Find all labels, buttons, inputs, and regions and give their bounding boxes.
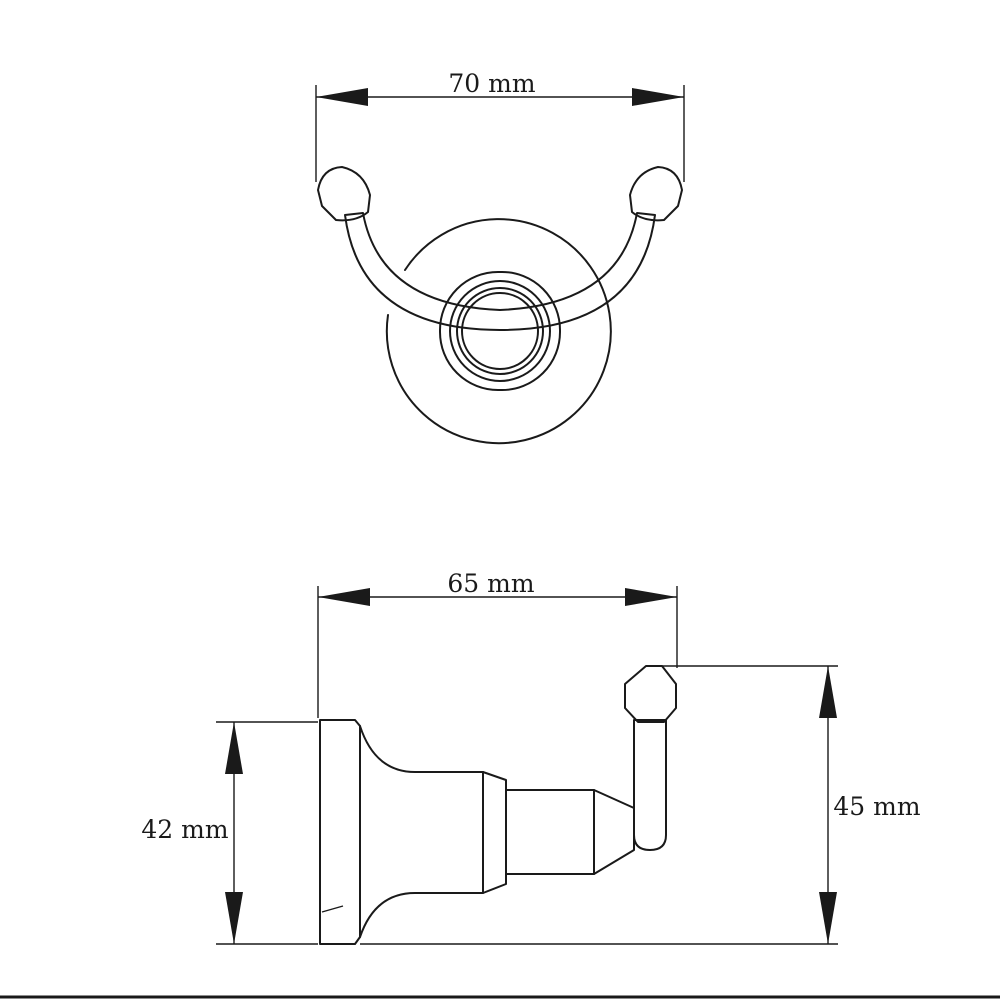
- set-screw: [321, 905, 344, 913]
- plate-height-label: 42 mm: [141, 815, 228, 844]
- boss-square: [439, 271, 561, 391]
- side-view: 65 mm 42 mm 45 mm: [141, 569, 921, 945]
- arrowhead-up: [225, 722, 243, 774]
- arrowhead-down: [819, 892, 837, 944]
- arrowhead-down: [225, 892, 243, 944]
- arm: [505, 789, 595, 875]
- tapered-tip: [593, 789, 635, 875]
- arrowhead-left: [316, 88, 368, 106]
- upright-hook: [633, 719, 667, 851]
- arrowhead-up: [819, 666, 837, 718]
- total-height-dimension: 45 mm: [360, 665, 921, 945]
- arrowhead-left: [318, 588, 370, 606]
- rosette-outline: [385, 218, 612, 445]
- right-knob: [629, 166, 683, 222]
- plate-height-dimension: 42 mm: [141, 721, 318, 945]
- width-dimension: 70 mm: [315, 69, 685, 182]
- depth-dimension: 65 mm: [317, 569, 678, 718]
- boss-ring-inner: [461, 292, 539, 370]
- arrowhead-right: [632, 88, 684, 106]
- left-knob: [317, 166, 371, 222]
- flared-base: [359, 725, 484, 938]
- top-view: 70 mm: [315, 69, 685, 445]
- total-height-label: 45 mm: [833, 792, 920, 821]
- collar: [482, 771, 507, 894]
- boss-ring-outer: [449, 280, 551, 382]
- hook-arc: [344, 212, 656, 331]
- hook-knob: [624, 665, 677, 723]
- boss-ring-middle: [456, 287, 544, 375]
- arrowhead-right: [625, 588, 677, 606]
- width-label: 70 mm: [448, 69, 535, 98]
- depth-label: 65 mm: [447, 569, 534, 598]
